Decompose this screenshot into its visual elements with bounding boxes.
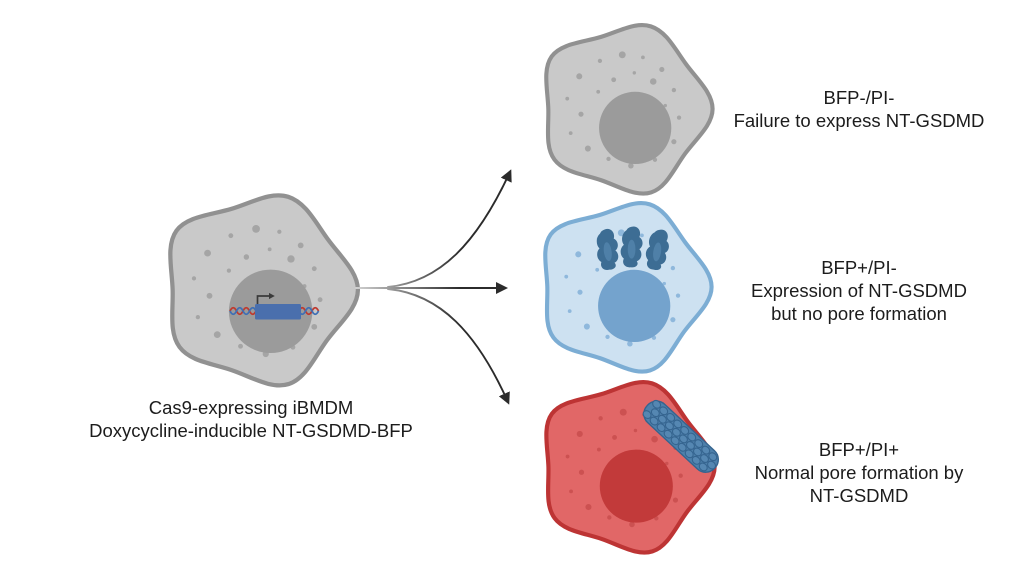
pore-subunit bbox=[650, 408, 660, 418]
promoter-arrow-icon bbox=[256, 295, 269, 304]
pore-subunit bbox=[642, 410, 652, 419]
dna-construct-icon bbox=[229, 292, 320, 320]
outcome-label-bfp-neg-pi-neg: BFP-/PI- Failure to express NT-GSDMD bbox=[723, 86, 995, 132]
pore-subunit bbox=[700, 454, 710, 463]
pore-subunit bbox=[663, 429, 673, 439]
gray-cell-nucleus bbox=[599, 91, 672, 165]
outcome-description-line: Expression of NT-GSDMD bbox=[751, 280, 967, 301]
red-cell-nucleus bbox=[599, 449, 673, 523]
pore-subunit bbox=[687, 432, 697, 442]
source-cell bbox=[170, 195, 358, 385]
pore-array-subunits bbox=[642, 399, 718, 472]
source-cell-label-line: Cas9-expressing iBMDM bbox=[148, 397, 354, 418]
pore-subunit bbox=[698, 462, 708, 472]
outcome-description-line: Failure to express NT-GSDMD bbox=[733, 110, 985, 131]
pore-subunit bbox=[678, 434, 688, 444]
pore-subunit bbox=[671, 427, 681, 437]
outcome-cell-gray bbox=[546, 25, 712, 194]
pore-subunit bbox=[691, 455, 701, 465]
gene-cassette-rect bbox=[255, 304, 301, 320]
arrow-to-gray-outcome bbox=[387, 169, 512, 288]
pore-subunit bbox=[664, 421, 674, 431]
outcome-description-line: but no pore formation bbox=[771, 303, 947, 324]
dna-helix-right-strand-blue bbox=[298, 306, 320, 316]
aggregate-highlight bbox=[603, 242, 612, 261]
outcome-description-line: NT-GSDMD bbox=[809, 485, 909, 506]
dna-helix-left-strand-blue bbox=[229, 306, 257, 316]
pore-subunit bbox=[649, 416, 659, 426]
pore-subunit bbox=[708, 452, 718, 462]
membrane-pore-array-icon bbox=[642, 399, 720, 473]
outcome-label-bfp-pos-pi-pos: BFP+/PI+ Normal pore formation by NT-GSD… bbox=[723, 438, 995, 507]
pore-subunit bbox=[677, 442, 687, 452]
pore-subunit bbox=[684, 449, 694, 459]
pore-subunit bbox=[659, 406, 669, 416]
blue-cell-nucleus bbox=[598, 269, 671, 343]
pore-subunit bbox=[666, 412, 676, 422]
pore-subunit bbox=[694, 439, 704, 449]
outcome-title: BFP+/PI+ bbox=[818, 439, 900, 460]
outcome-description-line: Normal pore formation by bbox=[754, 462, 964, 483]
pore-subunit bbox=[670, 436, 680, 446]
branch-arrows bbox=[355, 169, 512, 405]
pore-subunit bbox=[680, 426, 690, 435]
dna-helix-right-strand-red bbox=[298, 306, 320, 316]
pore-subunit bbox=[657, 414, 667, 424]
pore-subunit bbox=[673, 419, 683, 429]
pore-subunit bbox=[692, 447, 702, 457]
outcome-title: BFP-/PI- bbox=[823, 87, 895, 108]
aggregate-highlight bbox=[627, 239, 636, 259]
aggregate-highlight bbox=[653, 242, 662, 262]
outcome-cell-blue bbox=[545, 203, 711, 372]
outcome-cell-red bbox=[546, 382, 714, 553]
pore-subunit bbox=[652, 399, 662, 409]
source-cell-label: Cas9-expressing iBMDM Doxycycline-induci… bbox=[55, 396, 447, 442]
arrow-to-red-outcome bbox=[387, 288, 510, 405]
outcome-title: BFP+/PI- bbox=[821, 257, 897, 278]
outcome-label-bfp-pos-pi-neg: BFP+/PI- Expression of NT-GSDMD but no p… bbox=[723, 256, 995, 325]
pore-subunit bbox=[707, 460, 717, 470]
pore-subunit bbox=[701, 445, 711, 455]
gsdmd-aggregates-icon bbox=[593, 226, 672, 272]
pore-subunit bbox=[685, 440, 695, 450]
promoter-arrowhead-icon bbox=[269, 292, 275, 300]
pore-subunit bbox=[656, 423, 666, 433]
source-cell-label-line: Doxycycline-inducible NT-GSDMD-BFP bbox=[89, 420, 413, 441]
